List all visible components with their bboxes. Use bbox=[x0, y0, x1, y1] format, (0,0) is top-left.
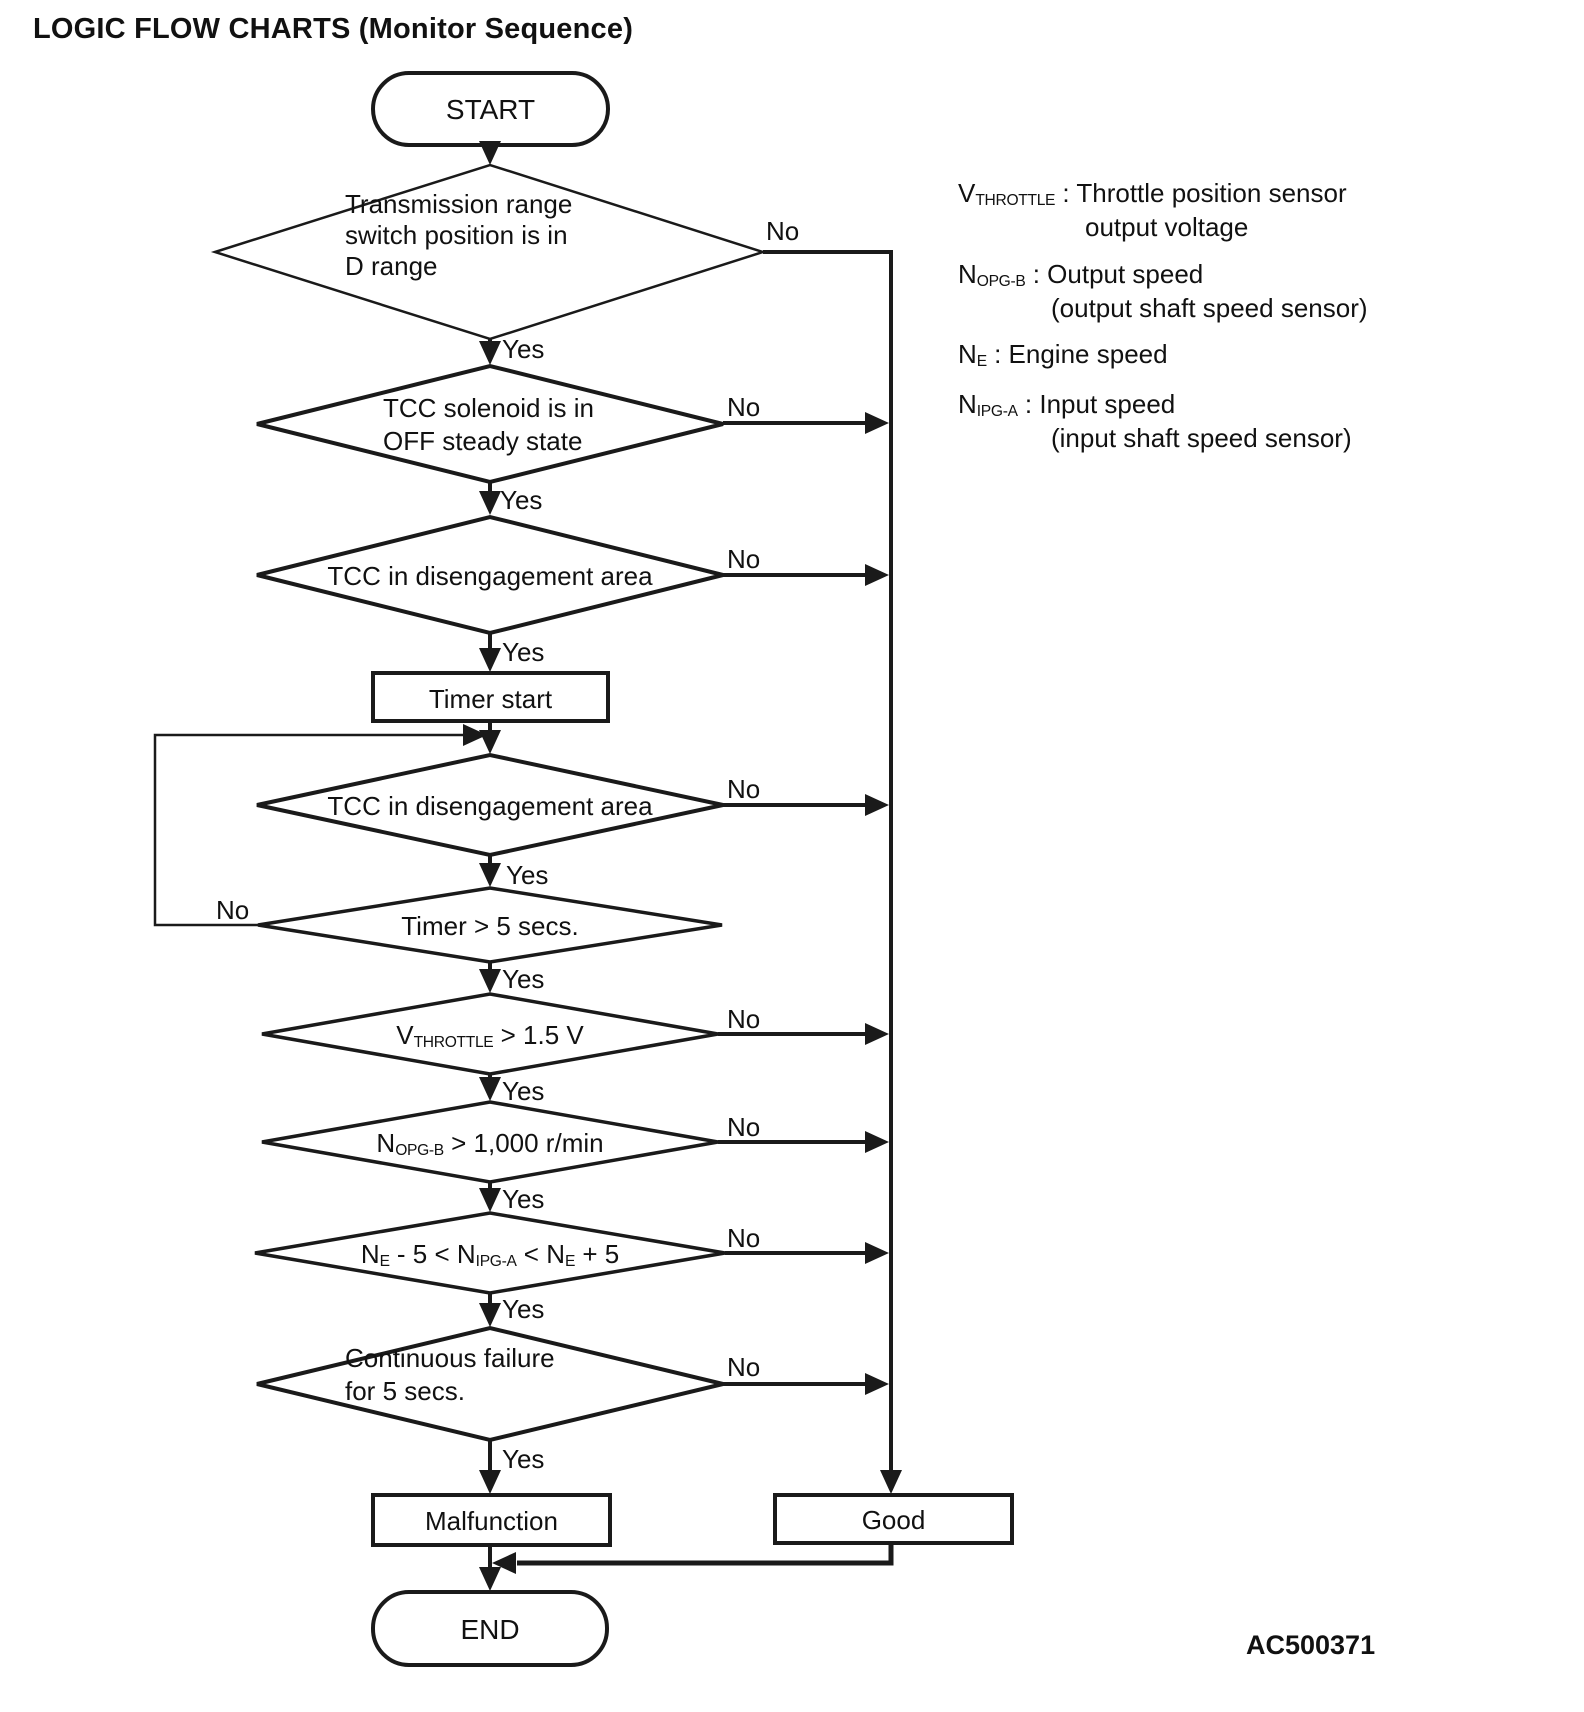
yes-label-d1: Yes bbox=[502, 334, 545, 364]
yes-label-d2: Yes bbox=[500, 485, 543, 515]
start-node-shape bbox=[371, 71, 610, 147]
arrow-trunk-d4 bbox=[865, 794, 889, 816]
arrow-into-end bbox=[479, 1567, 501, 1591]
arrow-into-d8 bbox=[479, 1188, 501, 1212]
arrow-trunk-d3 bbox=[865, 564, 889, 586]
arrow-trunk-d7 bbox=[865, 1131, 889, 1153]
no-label-d3: No bbox=[727, 544, 761, 574]
start-label: START bbox=[445, 94, 536, 125]
legend-term-nipga: NIPG-A : Input speed bbox=[958, 389, 1176, 421]
decision-timer-5secs-shape bbox=[257, 886, 723, 964]
decision-tcc-disengagement-1-label: TCC in disengagement area bbox=[327, 561, 653, 591]
arrow-loop-merge bbox=[463, 724, 487, 746]
arrow-into-good bbox=[880, 1470, 902, 1494]
arrow-trunk-d9 bbox=[865, 1373, 889, 1395]
decision-output-speed-shape bbox=[261, 1100, 719, 1184]
decision-transmission-range-label: Transmission range switch position is in… bbox=[345, 189, 573, 281]
arrow-merge-into-end-line bbox=[492, 1552, 516, 1574]
arrow-into-d2 bbox=[479, 341, 501, 365]
no-label-d4: No bbox=[727, 774, 761, 804]
process-good-shape bbox=[773, 1493, 1014, 1545]
end-label: END bbox=[460, 1614, 520, 1645]
arrow-trunk-d2 bbox=[865, 412, 889, 434]
yes-label-d4: Yes bbox=[506, 860, 549, 890]
arrow-into-d5 bbox=[479, 863, 501, 887]
no-label-d2: No bbox=[727, 392, 761, 422]
legend-desc-vthrottle-2: output voltage bbox=[1085, 212, 1249, 242]
legend-term-nopgb: NOPG-B : Output speed bbox=[958, 259, 1204, 291]
arrow-trunk-d8 bbox=[865, 1242, 889, 1264]
yes-label-d5: Yes bbox=[502, 964, 545, 994]
decision-transmission-range-shape bbox=[210, 163, 768, 341]
decision-continuous-failure-shape bbox=[256, 1325, 724, 1443]
decision-output-speed-label: NOPG-B > 1,000 r/min bbox=[376, 1128, 604, 1160]
no-label-d8: No bbox=[727, 1223, 761, 1253]
loop-back-line bbox=[153, 733, 463, 927]
yes-label-d8: Yes bbox=[502, 1294, 545, 1324]
process-malfunction-label: Malfunction bbox=[425, 1506, 558, 1536]
decision-input-speed-label: NE - 5 < NIPG-A < NE + 5 bbox=[360, 1239, 620, 1271]
decision-tcc-disengagement-2-shape bbox=[256, 752, 724, 858]
arrow-into-d7 bbox=[479, 1077, 501, 1101]
no-label-d7: No bbox=[727, 1112, 761, 1142]
end-node-shape bbox=[371, 1590, 609, 1667]
decision-timer-5secs-label: Timer > 5 secs. bbox=[401, 911, 579, 941]
arrow-into-timer bbox=[479, 648, 501, 672]
yes-label-d9: Yes bbox=[502, 1444, 545, 1474]
decision-vthrottle-shape bbox=[261, 992, 719, 1076]
yes-label-d3: Yes bbox=[502, 637, 545, 667]
arrow-into-malfunction bbox=[479, 1470, 501, 1494]
no-label-d1: No bbox=[766, 216, 800, 246]
legend-desc-nipga-2: (input shaft speed sensor) bbox=[1051, 423, 1352, 453]
yes-label-d7: Yes bbox=[502, 1184, 545, 1214]
process-timer-start-shape bbox=[371, 671, 610, 723]
no-label-d5: No bbox=[216, 895, 250, 925]
legend-desc-nopgb-2: (output shaft speed sensor) bbox=[1051, 293, 1368, 323]
no-label-d9: No bbox=[727, 1352, 761, 1382]
decision-continuous-failure-label: Continuous failure for 5 secs. bbox=[345, 1343, 555, 1406]
good-out-line bbox=[517, 1543, 894, 1566]
arrow-into-d3 bbox=[479, 491, 501, 515]
legend-term-vthrottle: VTHROTTLE : Throttle position sensor bbox=[958, 178, 1347, 210]
page-title: LOGIC FLOW CHARTS (Monitor Sequence) bbox=[33, 13, 634, 45]
no-label-d6: No bbox=[727, 1004, 761, 1034]
decision-input-speed-shape bbox=[254, 1211, 726, 1295]
node-shapes bbox=[210, 71, 1014, 1667]
process-timer-start-label: Timer start bbox=[428, 684, 553, 714]
decision-tcc-disengagement-2-label: TCC in disengagement area bbox=[327, 791, 653, 821]
process-malfunction-shape bbox=[371, 1493, 612, 1547]
legend-term-ne: NE : Engine speed bbox=[958, 339, 1168, 371]
yes-label-d6: Yes bbox=[502, 1076, 545, 1106]
decision-vthrottle-label: VTHROTTLE > 1.5 V bbox=[396, 1020, 584, 1052]
figure-code: AC500371 bbox=[1246, 1630, 1376, 1660]
arrow-trunk-d6 bbox=[865, 1023, 889, 1045]
arrow-into-d9 bbox=[479, 1303, 501, 1327]
arrow-into-d6 bbox=[479, 969, 501, 993]
decision-tcc-solenoid-label: TCC solenoid is in OFF steady state bbox=[383, 393, 594, 456]
decision-tcc-disengagement-1-shape bbox=[256, 514, 724, 636]
no-trunk-line bbox=[763, 250, 893, 1470]
process-good-label: Good bbox=[861, 1505, 926, 1535]
decision-tcc-solenoid-shape bbox=[256, 363, 724, 485]
